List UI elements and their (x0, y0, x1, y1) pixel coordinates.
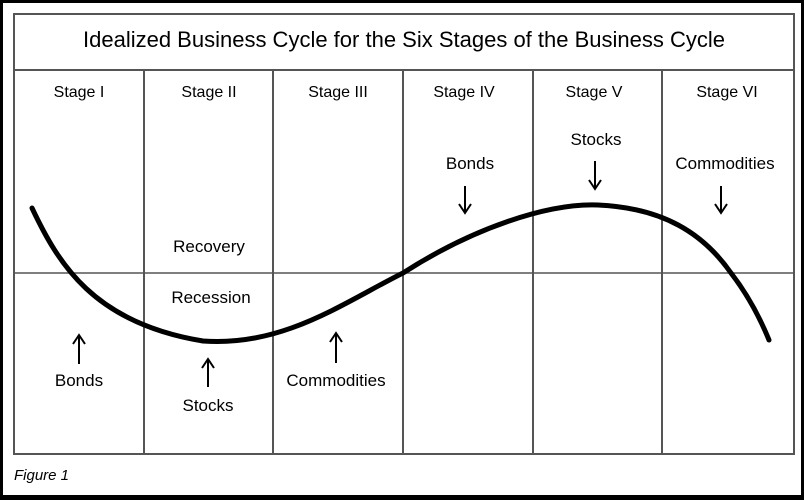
stage-header-2: Stage II (181, 84, 236, 101)
stage5-stocks-label: Stocks (570, 130, 621, 149)
stage3-commodities-label: Commodities (286, 371, 385, 390)
stage6-commodities-label: Commodities (675, 154, 774, 173)
stage3-up-arrow-icon (329, 331, 343, 363)
recession-label: Recession (171, 288, 250, 307)
stage4-down-arrow-icon (458, 186, 472, 215)
stage-header-1: Stage I (54, 84, 105, 101)
figure-frame: Idealized Business Cycle for the Six Sta… (3, 3, 801, 495)
stage6-down-arrow-icon (714, 186, 728, 215)
stage-header-5: Stage V (566, 84, 623, 101)
business-cycle-curve (29, 202, 772, 345)
stage1-up-arrow-icon (72, 333, 86, 364)
stage4-bonds-label: Bonds (446, 154, 494, 173)
stage-header-4: Stage IV (433, 84, 495, 101)
stage-header-6: Stage VI (696, 84, 757, 101)
diagram-title: Idealized Business Cycle for the Six Sta… (83, 27, 725, 52)
figure-caption: Figure 1 (14, 467, 69, 484)
recovery-label: Recovery (173, 237, 245, 256)
stage1-bonds-label: Bonds (55, 371, 103, 390)
stage-header-3: Stage III (308, 84, 368, 101)
stage2-stocks-label: Stocks (182, 396, 233, 415)
stage5-down-arrow-icon (588, 161, 602, 191)
business-cycle-diagram: Idealized Business Cycle for the Six Sta… (13, 13, 795, 484)
stage2-up-arrow-icon (201, 357, 215, 387)
